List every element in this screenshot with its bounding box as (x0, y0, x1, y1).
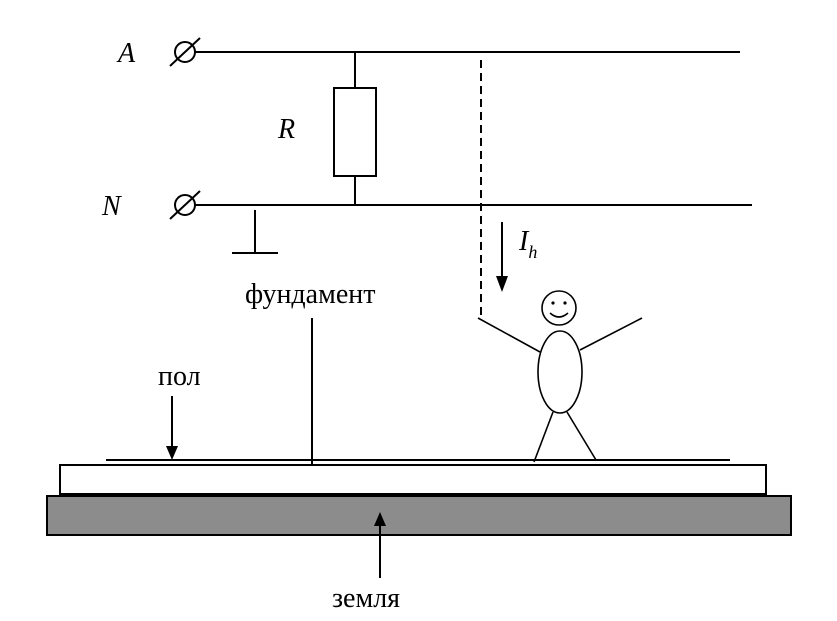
resistor (333, 87, 377, 177)
grounding-symbol (232, 210, 278, 254)
neutral-label: N (101, 191, 122, 222)
foundation-slab (59, 464, 767, 495)
current-arrow (496, 222, 508, 292)
person-body (537, 330, 583, 414)
current-subscript: h (528, 242, 537, 262)
floor-arrow (166, 396, 178, 460)
ground-label: земля (332, 583, 400, 614)
phase-label: A (116, 38, 136, 69)
person-head (541, 290, 577, 326)
current-label: Ih (518, 226, 537, 262)
foundation-label: фундамент (245, 279, 375, 310)
resistor-label: R (277, 114, 295, 145)
floor-label: пол (158, 361, 201, 392)
ground-arrow (374, 512, 386, 578)
person-figure (477, 290, 643, 463)
ground-slab (46, 495, 792, 536)
